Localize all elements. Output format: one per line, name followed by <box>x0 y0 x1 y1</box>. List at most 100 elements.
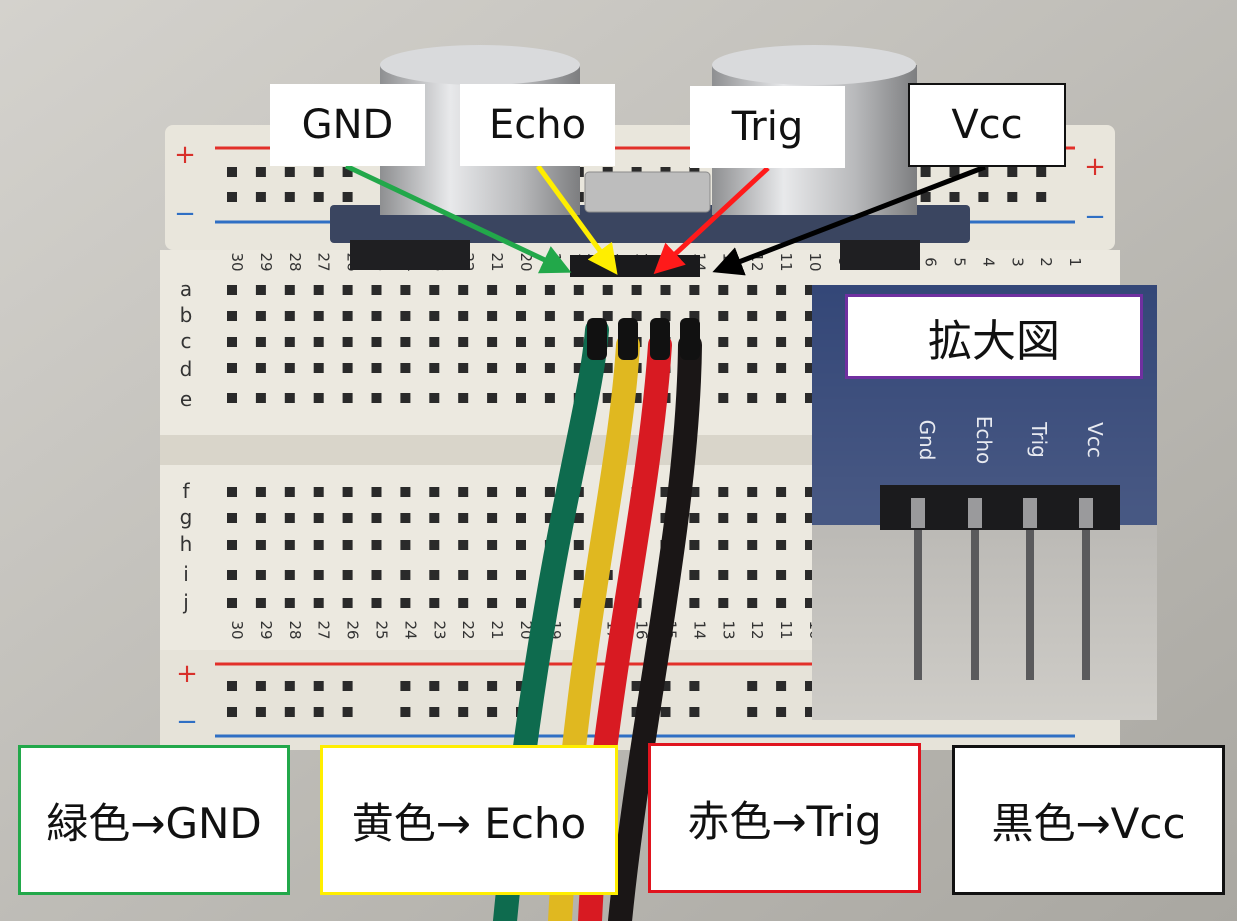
terminal-hole <box>255 598 266 608</box>
terminal-hole <box>776 513 787 523</box>
rail-hole <box>747 707 758 717</box>
column-number: 30 <box>228 252 246 271</box>
zoom-pin-label: Trig <box>1027 421 1051 458</box>
terminal-hole <box>573 570 584 580</box>
terminal-hole <box>429 570 440 580</box>
terminal-hole <box>400 337 411 347</box>
terminal-hole <box>400 393 411 403</box>
terminal-hole <box>747 311 758 321</box>
bottom-plus-sign: + <box>176 659 198 689</box>
terminal-hole <box>718 337 729 347</box>
terminal-hole <box>776 285 787 295</box>
terminal-hole <box>227 363 237 373</box>
terminal-hole <box>516 393 526 403</box>
terminal-hole <box>544 487 555 497</box>
terminal-hole <box>255 570 266 580</box>
rail-hole <box>949 192 960 202</box>
terminal-hole <box>313 513 324 523</box>
pin-label-gnd: GND <box>270 84 425 166</box>
terminal-hole <box>516 487 526 497</box>
pin-label-vcc: Vcc <box>908 83 1066 167</box>
terminal-hole <box>458 540 469 550</box>
terminal-hole <box>747 513 758 523</box>
column-number: 23 <box>430 620 448 639</box>
zoom-pin <box>1026 530 1034 680</box>
column-number: 2 <box>1037 257 1055 267</box>
rail-hole <box>255 707 266 717</box>
terminal-hole <box>284 337 295 347</box>
terminal-hole <box>342 513 353 523</box>
terminal-hole <box>227 393 237 403</box>
terminal-hole <box>689 570 700 580</box>
row-letter: i <box>183 562 189 586</box>
terminal-hole <box>805 285 815 295</box>
terminal-hole <box>429 363 440 373</box>
terminal-hole <box>747 570 758 580</box>
sensor-header-left <box>350 240 470 270</box>
rail-hole <box>689 681 700 691</box>
zoom-pin-top <box>968 498 982 528</box>
sensor-header-right <box>840 240 920 270</box>
terminal-hole <box>458 487 469 497</box>
zoom-pin <box>914 530 922 680</box>
terminal-hole <box>284 540 295 550</box>
terminal-hole <box>544 513 555 523</box>
jumper-wire <box>608 333 702 921</box>
terminal-hole <box>227 487 237 497</box>
rail-hole <box>516 681 526 691</box>
terminal-hole <box>516 540 526 550</box>
rail-hole <box>342 167 353 177</box>
rail-hole <box>631 681 642 691</box>
rail-hole <box>1007 192 1018 202</box>
terminal-hole <box>429 285 440 295</box>
terminal-hole <box>805 337 815 347</box>
terminal-hole <box>458 393 469 403</box>
terminal-hole <box>255 285 266 295</box>
bottom-minus-sign: − <box>176 707 198 737</box>
terminal-hole <box>284 393 295 403</box>
rail-hole <box>227 167 237 177</box>
terminal-hole <box>371 598 382 608</box>
top-right-plus-sign: + <box>1084 152 1106 182</box>
terminal-hole <box>342 285 353 295</box>
terminal-hole <box>747 598 758 608</box>
column-number: 28 <box>286 620 304 639</box>
terminal-hole <box>400 598 411 608</box>
column-number: 6 <box>922 257 940 267</box>
terminal-hole <box>342 598 353 608</box>
zoom-pin-top <box>911 498 925 528</box>
column-number: 10 <box>806 252 824 271</box>
rail-hole <box>458 707 469 717</box>
top-plus-sign: + <box>174 140 196 170</box>
terminal-hole <box>805 487 815 497</box>
rail-hole <box>747 681 758 691</box>
rail-hole <box>255 192 266 202</box>
terminal-hole <box>255 487 266 497</box>
terminal-hole <box>805 393 815 403</box>
rail-hole <box>660 681 671 691</box>
rail-hole <box>227 681 237 691</box>
legend-yellow-echo: 黄色→ Echo <box>320 745 618 895</box>
pin-label-echo: Echo <box>460 84 615 166</box>
rail-hole <box>920 192 931 202</box>
terminal-hole <box>747 540 758 550</box>
terminal-hole <box>660 311 671 321</box>
rail-hole <box>978 192 989 202</box>
terminal-hole <box>284 311 295 321</box>
terminal-hole <box>313 285 324 295</box>
zoom-pin-label: Echo <box>972 416 996 465</box>
terminal-hole <box>458 311 469 321</box>
terminal-hole <box>718 540 729 550</box>
terminal-hole <box>371 393 382 403</box>
column-number: 14 <box>690 620 708 639</box>
rail-hole <box>978 167 989 177</box>
terminal-hole <box>227 540 237 550</box>
rail-hole <box>920 167 931 177</box>
top-minus-sign: − <box>174 199 196 229</box>
column-number: 13 <box>719 620 737 639</box>
terminal-hole <box>689 285 700 295</box>
pin-arrow <box>712 164 986 276</box>
terminal-hole <box>544 285 555 295</box>
pin-arrow <box>653 166 770 275</box>
terminal-hole <box>573 540 584 550</box>
